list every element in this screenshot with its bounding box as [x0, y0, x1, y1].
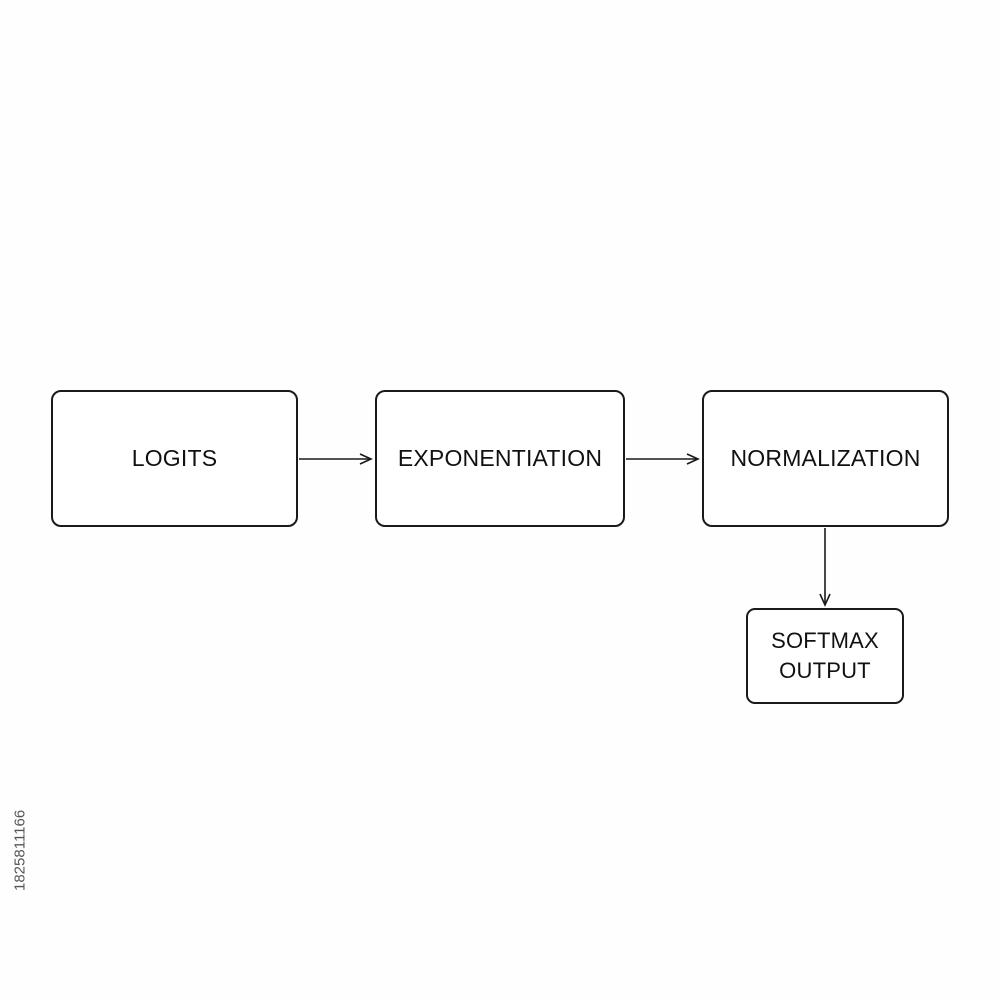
node-softmax-output-label: SOFTMAX OUTPUT: [771, 628, 879, 683]
watermark-id-text: 1825811166: [11, 809, 29, 891]
node-normalization: NORMALIZATION: [702, 390, 949, 527]
node-logits: LOGITS: [51, 390, 298, 527]
node-normalization-label: NORMALIZATION: [730, 445, 921, 471]
node-exponentiation: EXPONENTIATION: [375, 390, 625, 527]
node-exponentiation-label: EXPONENTIATION: [397, 445, 603, 471]
node-logits-label: LOGITS: [131, 445, 218, 471]
node-softmax-output: SOFTMAX OUTPUT: [746, 608, 904, 704]
